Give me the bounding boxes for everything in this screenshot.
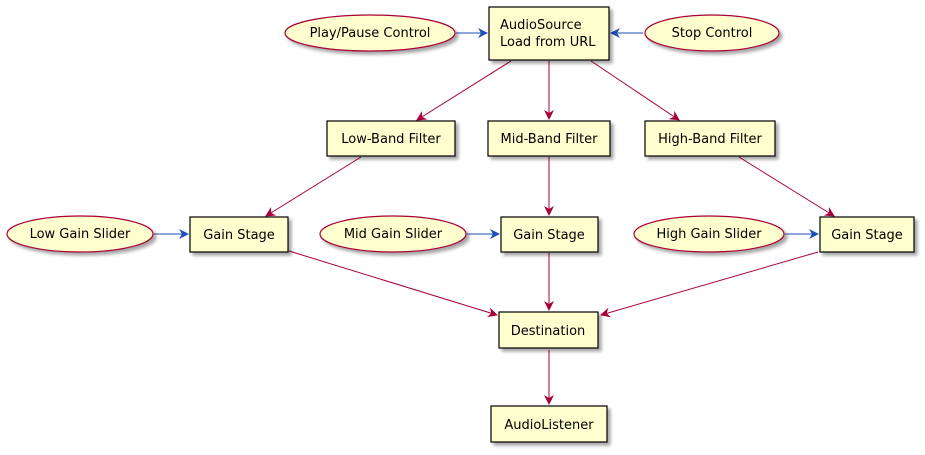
- edge-high-gain-to-destination: [600, 251, 819, 318]
- edges: [154, 28, 835, 405]
- mid-gain-slider-node: Mid Gain Slider: [319, 215, 467, 253]
- audio-listener-node: AudioListener: [490, 405, 608, 443]
- audio-source-label: AudioSource: [500, 18, 582, 33]
- audio-listener-label: AudioListener: [504, 418, 594, 433]
- edge-source-to-high-filter: [590, 60, 680, 121]
- high-gain-slider-label: High Gain Slider: [656, 227, 762, 242]
- stop-control-node: Stop Control: [644, 14, 780, 52]
- play-pause-control-node: Play/Pause Control: [284, 14, 456, 52]
- high-gain-stage-label: Gain Stage: [831, 228, 903, 243]
- edge-low-filter-to-gain: [265, 156, 362, 217]
- low-gain-stage-label: Gain Stage: [203, 228, 275, 243]
- mid-gain-slider-label: Mid Gain Slider: [344, 227, 443, 242]
- low-band-filter-label: Low-Band Filter: [341, 132, 441, 147]
- edge-low-gain-to-destination: [288, 250, 498, 318]
- edge-high-filter-to-gain: [738, 156, 835, 217]
- mid-band-filter-label: Mid-Band Filter: [500, 132, 598, 147]
- audio-source-sublabel: Load from URL: [500, 35, 596, 50]
- high-gain-slider-node: High Gain Slider: [633, 215, 785, 253]
- low-gain-slider-label: Low Gain Slider: [30, 227, 131, 242]
- play-pause-control-label: Play/Pause Control: [310, 26, 431, 41]
- high-band-filter-label: High-Band Filter: [658, 132, 762, 147]
- low-band-filter-node: Low-Band Filter: [326, 120, 456, 157]
- mid-band-filter-node: Mid-Band Filter: [487, 120, 611, 157]
- mid-gain-stage-node: Gain Stage: [500, 216, 599, 253]
- stop-control-label: Stop Control: [672, 26, 753, 41]
- high-band-filter-node: High-Band Filter: [644, 120, 776, 157]
- destination-label: Destination: [511, 324, 586, 339]
- high-gain-stage-node: Gain Stage: [819, 216, 915, 253]
- low-gain-stage-node: Gain Stage: [189, 216, 289, 253]
- destination-node: Destination: [498, 311, 599, 349]
- edge-source-to-low-filter: [416, 60, 512, 121]
- mid-gain-stage-label: Gain Stage: [513, 228, 585, 243]
- low-gain-slider-node: Low Gain Slider: [6, 215, 154, 253]
- audio-source-node: AudioSource Load from URL: [488, 6, 610, 61]
